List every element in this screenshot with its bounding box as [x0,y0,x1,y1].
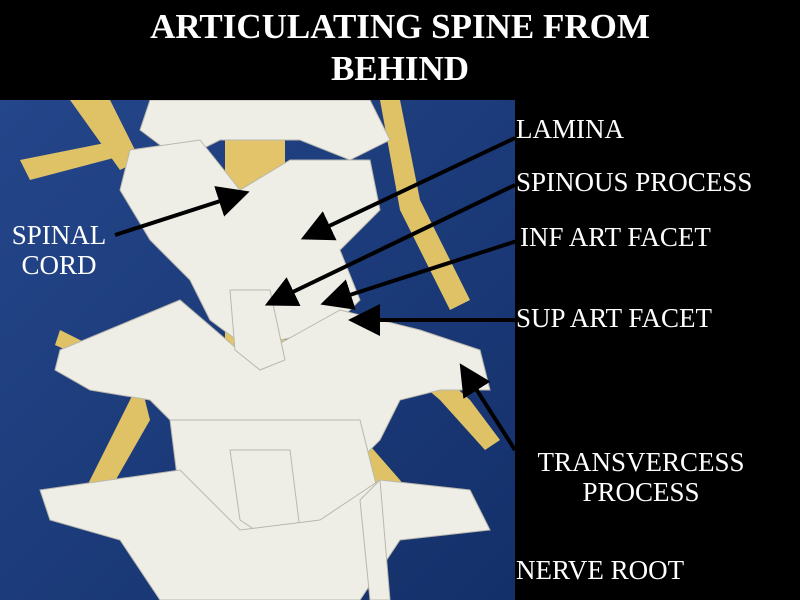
arrow-spinal-cord [114,186,250,237]
label-transvercess-line1: TRANSVERCESS [537,447,745,477]
title-line-2: BEHIND [330,49,470,88]
label-spinal-cord-line1: SPINAL [11,220,107,250]
label-sup-art-facet: SUP ART FACET [516,303,712,333]
label-inf-art-facet: INF ART FACET [520,222,711,252]
label-transvercess-process: TRANSVERCESS PROCESS [516,447,766,507]
spine-photo [0,100,515,600]
slide-title: ARTICULATING SPINE FROM BEHIND [0,6,800,90]
label-spinal-cord-line2: CORD [21,250,97,280]
arrow-spinous-process [264,183,516,307]
label-nerve-root: NERVE ROOT [516,555,685,585]
arrow-transvercess-process [459,363,517,452]
label-spinous-process: SPINOUS PROCESS [516,167,753,197]
label-lamina: LAMINA [516,114,624,144]
label-transvercess-line2: PROCESS [582,477,700,507]
arrow-inf-art-facet [320,238,521,310]
arrow-lamina [300,136,516,241]
title-line-1: ARTICULATING SPINE FROM [150,7,650,46]
label-spinal-cord: SPINAL CORD [0,220,118,280]
vertebrae [39,100,491,600]
